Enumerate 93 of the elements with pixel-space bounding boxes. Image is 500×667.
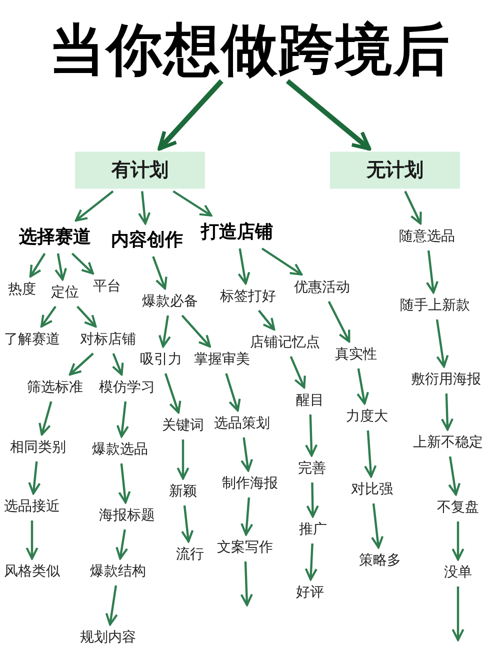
step-text: 相同类别 xyxy=(10,438,66,458)
arrow xyxy=(28,461,41,495)
arrow xyxy=(290,356,306,389)
branch-box: 无计划 xyxy=(330,152,460,188)
arrow xyxy=(152,256,168,290)
step-text: 对比强 xyxy=(351,480,393,500)
arrow xyxy=(181,314,211,348)
arrow xyxy=(404,190,422,225)
arrow xyxy=(371,503,384,549)
arrow xyxy=(54,253,67,281)
arrow xyxy=(40,306,56,328)
step-text: 规划内容 xyxy=(80,628,136,648)
step-text: 了解赛道 xyxy=(4,330,60,350)
arrow xyxy=(364,430,377,478)
step-text: 定位 xyxy=(51,282,79,304)
arrow xyxy=(116,401,129,438)
arrow xyxy=(306,482,319,518)
title-text: 当你想做跨境后 xyxy=(49,22,451,78)
step-text: 优惠活动 xyxy=(294,278,350,298)
arrow xyxy=(452,586,464,642)
step-text: 吸引力 xyxy=(140,350,182,370)
category-heading: 内容创作 xyxy=(111,226,183,254)
step-text: 关键词 xyxy=(162,416,204,436)
arrow xyxy=(240,437,254,472)
arrow xyxy=(138,191,151,225)
arrow xyxy=(76,306,97,328)
arrow xyxy=(304,543,318,581)
arrow xyxy=(68,352,94,376)
step-text: 不复盘 xyxy=(437,498,479,518)
arrow xyxy=(118,463,131,504)
step-text: 热度 xyxy=(8,280,36,300)
step-text: 策略多 xyxy=(359,550,401,572)
category-heading: 选择赛道 xyxy=(19,224,91,250)
step-text: 掌握审美 xyxy=(194,350,250,370)
arrow xyxy=(176,440,190,480)
step-text: 流行 xyxy=(176,544,204,566)
arrow xyxy=(74,190,114,222)
arrow xyxy=(328,301,350,343)
step-text: 模仿学习 xyxy=(99,378,155,398)
step-text: 随意选品 xyxy=(399,226,455,248)
step-text: 风格类似 xyxy=(4,562,60,582)
arrow xyxy=(225,373,241,412)
arrow xyxy=(29,252,46,278)
step-text: 醒目 xyxy=(296,390,324,412)
step-text: 完善 xyxy=(298,458,326,480)
arrow xyxy=(181,505,194,543)
arrow xyxy=(116,529,128,560)
branch-box: 有计划 xyxy=(75,152,205,188)
arrow xyxy=(158,315,171,348)
step-text: 店铺记忆点 xyxy=(250,332,320,354)
arrow xyxy=(448,456,461,496)
step-text: 真实性 xyxy=(335,344,377,366)
arrow xyxy=(304,414,318,457)
step-text: 力度大 xyxy=(346,406,388,428)
step-text: 文案写作 xyxy=(217,538,273,558)
arrow xyxy=(452,522,464,561)
step-text: 随手上新款 xyxy=(400,296,470,316)
step-text: 爆款结构 xyxy=(90,562,146,582)
arrow xyxy=(258,310,276,331)
step-text: 爆款选品 xyxy=(92,440,148,460)
arrow xyxy=(261,248,303,276)
step-text: 推广 xyxy=(299,520,327,540)
step-text: 新颖 xyxy=(169,482,197,502)
arrow xyxy=(426,250,439,294)
category-heading: 打造店铺 xyxy=(201,218,273,246)
arrow xyxy=(240,497,254,536)
step-text: 爆款必备 xyxy=(142,292,198,312)
step-text: 海报标题 xyxy=(99,506,155,526)
arrow xyxy=(440,393,454,431)
arrow xyxy=(105,585,118,626)
arrow xyxy=(436,319,449,368)
arrow xyxy=(164,373,182,414)
step-text: 没单 xyxy=(444,562,472,584)
step-text: 选品接近 xyxy=(4,496,60,518)
step-text: 筛选标准 xyxy=(27,378,83,398)
arrow xyxy=(172,190,212,217)
arrow xyxy=(26,520,38,560)
arrow xyxy=(71,252,94,275)
step-text: 平台 xyxy=(93,276,121,298)
step-text: 制作海报 xyxy=(222,474,278,494)
step-text: 对标店铺 xyxy=(80,330,136,350)
step-text: 敷衍用海报 xyxy=(411,370,481,390)
step-text: 选品策划 xyxy=(214,414,270,434)
arrow xyxy=(112,353,124,376)
step-text: 标签打好 xyxy=(220,286,276,308)
step-text: 好评 xyxy=(296,582,324,604)
arrow xyxy=(356,368,370,405)
arrow xyxy=(38,401,52,436)
arrow xyxy=(286,79,372,151)
arrow xyxy=(240,561,253,606)
arrow xyxy=(238,248,250,285)
step-text: 上新不稳定 xyxy=(413,432,483,454)
arrow xyxy=(158,79,224,151)
